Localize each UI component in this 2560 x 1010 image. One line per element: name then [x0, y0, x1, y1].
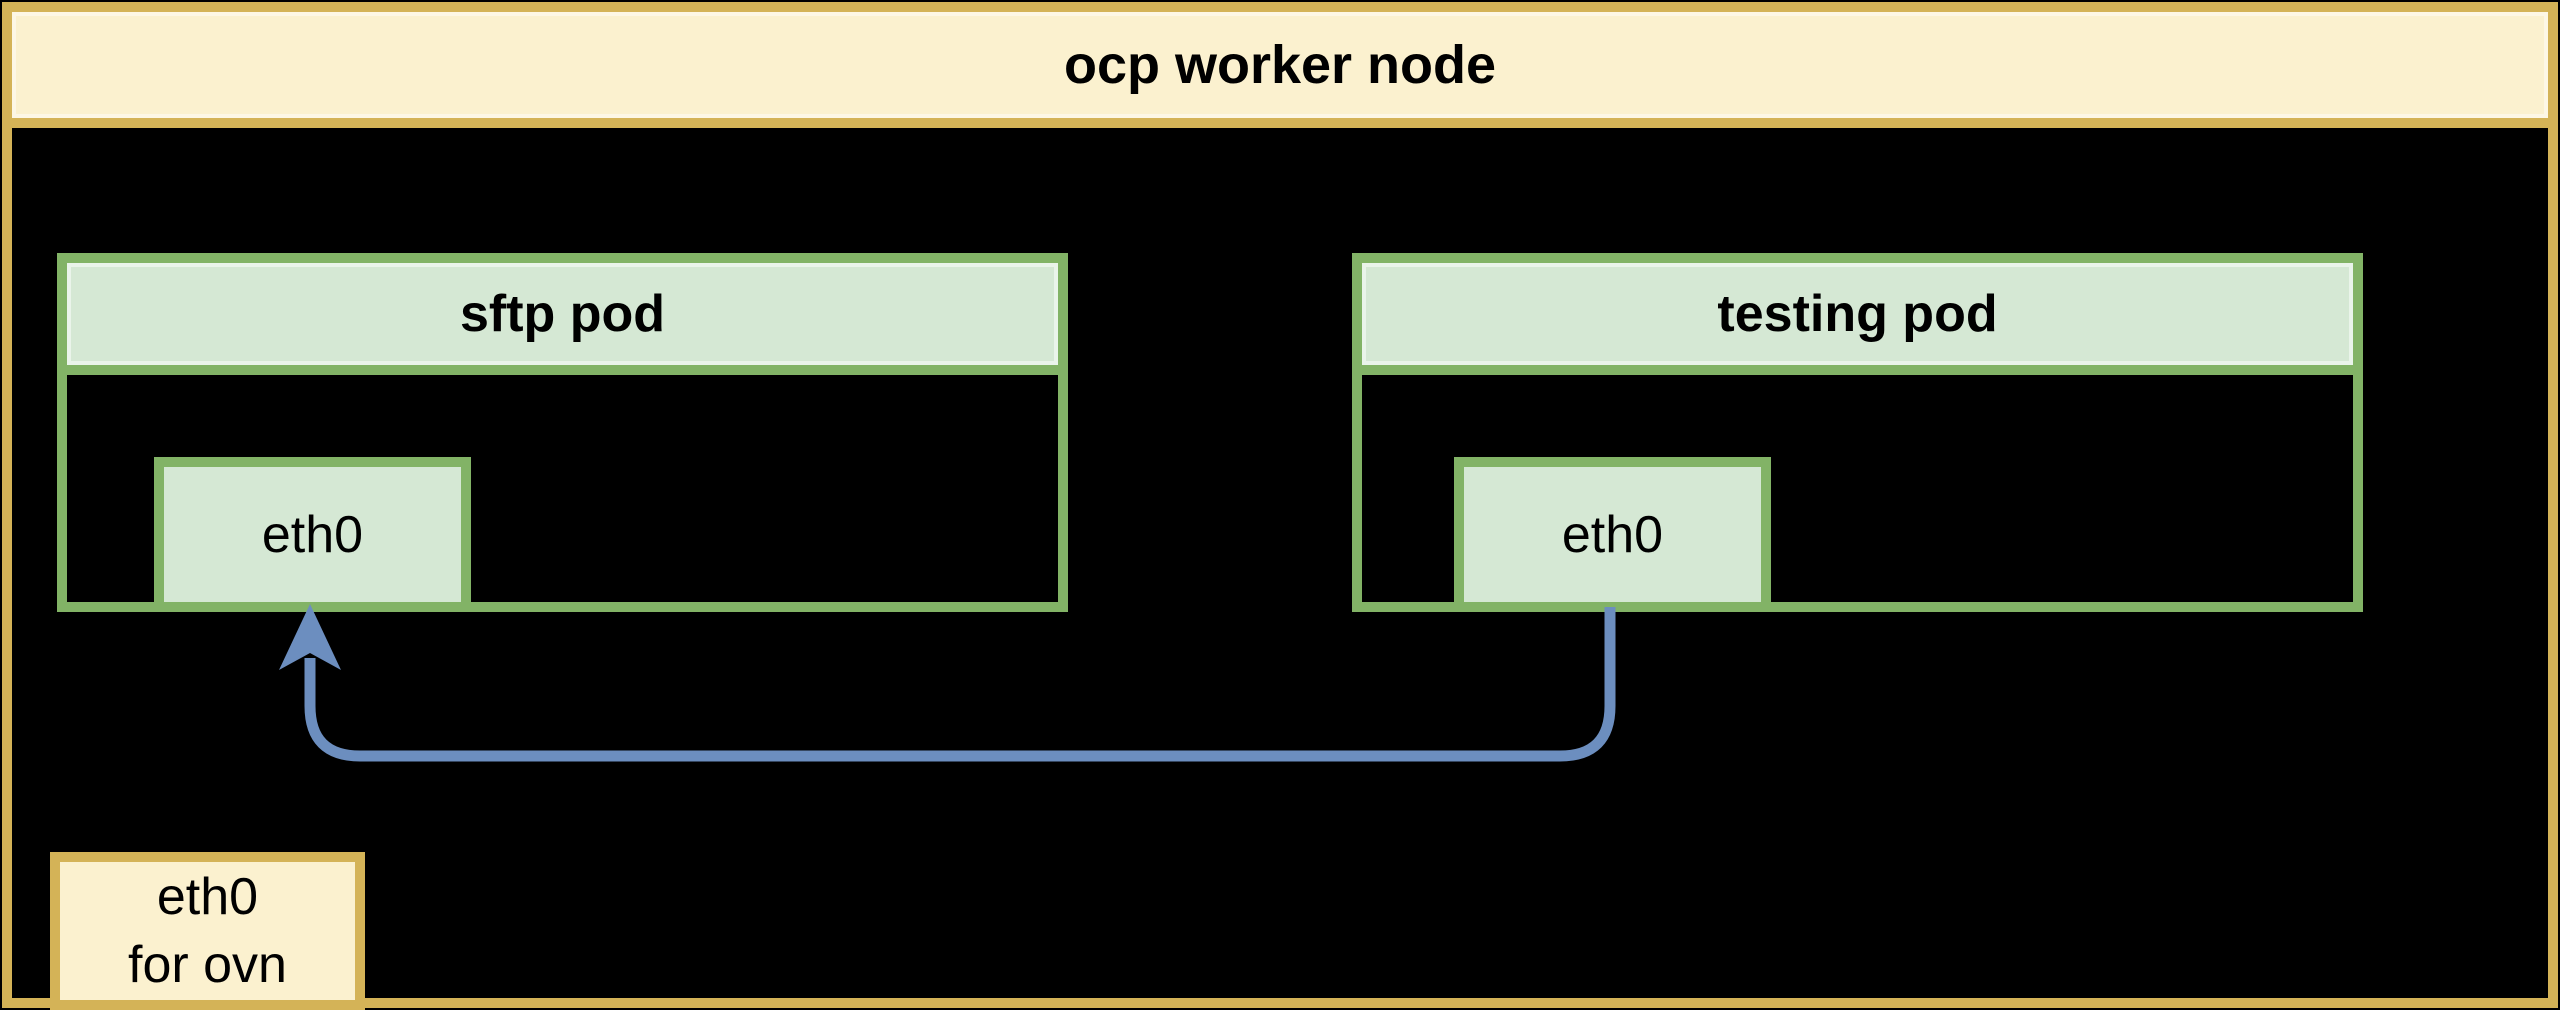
testing-pod-title-bar: testing pod: [1362, 263, 2353, 375]
sftp-pod-title-bar: sftp pod: [67, 263, 1058, 375]
sftp-eth0-label: eth0: [261, 505, 364, 564]
sftp-eth0-box: eth0: [154, 457, 471, 612]
worker-node-title-bar: ocp worker node: [12, 12, 2548, 128]
host-eth0-label-line1: eth0: [156, 868, 259, 926]
host-eth0-ovn-box: eth0 for ovn: [50, 852, 365, 1010]
sftp-pod-box: sftp pod: [57, 253, 1068, 612]
testing-pod-box: testing pod: [1352, 253, 2363, 612]
testing-pod-title: testing pod: [1717, 285, 1998, 343]
testing-eth0-label: eth0: [1561, 505, 1664, 564]
sftp-pod-title: sftp pod: [459, 285, 666, 343]
testing-eth0-box: eth0: [1454, 457, 1771, 612]
worker-node-title: ocp worker node: [1063, 35, 1497, 95]
host-eth0-label-line2: for ovn: [128, 936, 287, 994]
